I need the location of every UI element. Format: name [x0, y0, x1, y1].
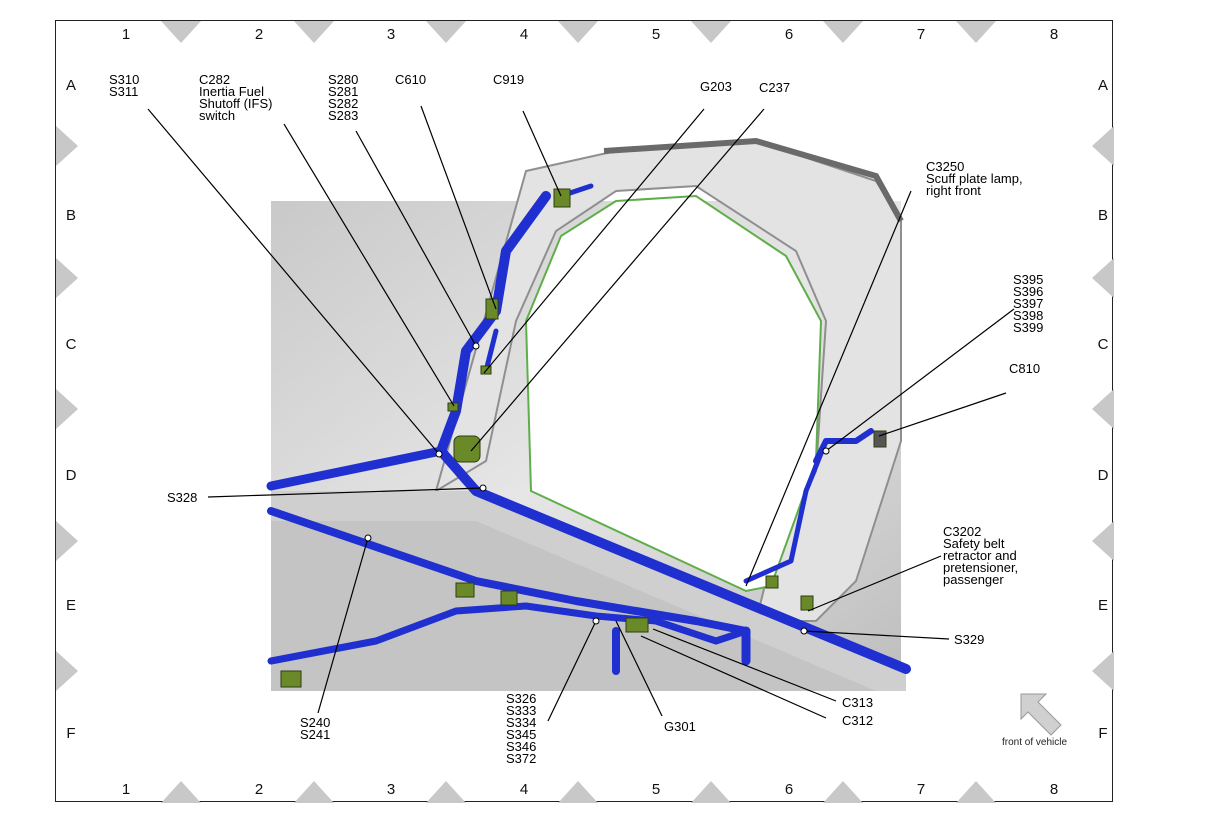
row-label-left-f: F — [66, 725, 76, 742]
col-label-bottom-2: 2 — [254, 781, 264, 798]
col-label-bottom-3: 3 — [386, 781, 396, 798]
row-label-right-b: B — [1097, 207, 1108, 224]
callout-g301: G301 — [664, 719, 696, 734]
callout-c3250: C3250 Scuff plate lamp, right front — [926, 159, 1023, 198]
row-label-right-e: E — [1097, 597, 1108, 614]
row-label-left-b: B — [65, 207, 76, 224]
callout-c282: C282 Inertia Fuel Shutoff (IFS) switch — [199, 72, 273, 123]
grid-markers-right — [1092, 126, 1114, 691]
callout-c237: C237 — [759, 80, 791, 95]
callout-c313: C313 — [842, 695, 874, 710]
grid-markers-left — [56, 126, 78, 691]
callout-c610: C610 — [395, 72, 427, 87]
leader-lines — [147, 105, 1015, 722]
callout-c3202: C3202 Safety belt retractor and pretensi… — [943, 524, 1019, 587]
col-label-top-3: 3 — [386, 26, 396, 43]
callout-s310: S310 S311 — [109, 72, 140, 99]
col-label-bottom-5: 5 — [651, 781, 661, 798]
col-label-bottom-7: 7 — [916, 781, 926, 798]
col-label-top-1: 1 — [121, 26, 131, 43]
callout-c919: C919 — [493, 72, 525, 87]
col-label-top-8: 8 — [1049, 26, 1059, 43]
callout-s395: S395 S396 S397 S398 S399 — [1013, 272, 1044, 335]
col-label-top-2: 2 — [254, 26, 264, 43]
callout-s326: S326 S333 S334 S345 S346 S372 — [506, 691, 537, 766]
grid-markers-top — [161, 21, 996, 43]
grid-markers-bottom — [161, 781, 996, 803]
col-label-top-7: 7 — [916, 26, 926, 43]
connectors — [280, 188, 887, 688]
diagram-frame: 1 2 3 4 5 6 7 8 1 2 3 4 5 6 7 8 A B C D … — [55, 20, 1114, 803]
callout-g203: G203 — [700, 79, 732, 94]
callout-c810: C810 — [1009, 361, 1041, 376]
col-label-bottom-8: 8 — [1049, 781, 1059, 798]
col-label-top-6: 6 — [784, 26, 794, 43]
row-label-right-a: A — [1097, 77, 1108, 94]
col-label-bottom-6: 6 — [784, 781, 794, 798]
callout-s240: S240 S241 — [300, 715, 331, 742]
row-label-right-d: D — [1097, 467, 1109, 484]
row-label-right-f: F — [1098, 725, 1108, 742]
row-label-left-a: A — [65, 77, 76, 94]
wiring-harness — [266, 183, 911, 675]
callout-c312: C312 — [842, 713, 874, 728]
col-label-bottom-4: 4 — [519, 781, 529, 798]
col-label-bottom-1: 1 — [121, 781, 131, 798]
callout-s280: S280 S281 S282 S283 — [328, 72, 359, 123]
vehicle-wiring-illustration — [56, 21, 1114, 803]
col-label-top-5: 5 — [651, 26, 661, 43]
arrow-up-left-icon — [1020, 693, 1062, 736]
callout-s328: S328 — [167, 490, 198, 505]
front-of-vehicle-caption: front of vehicle — [1002, 737, 1068, 748]
row-label-right-c: C — [1097, 336, 1109, 353]
col-label-top-4: 4 — [519, 26, 529, 43]
row-label-left-d: D — [65, 467, 77, 484]
row-label-left-c: C — [65, 336, 77, 353]
row-label-left-e: E — [65, 597, 76, 614]
splice-markers — [364, 342, 830, 635]
callout-s329: S329 — [954, 632, 985, 647]
